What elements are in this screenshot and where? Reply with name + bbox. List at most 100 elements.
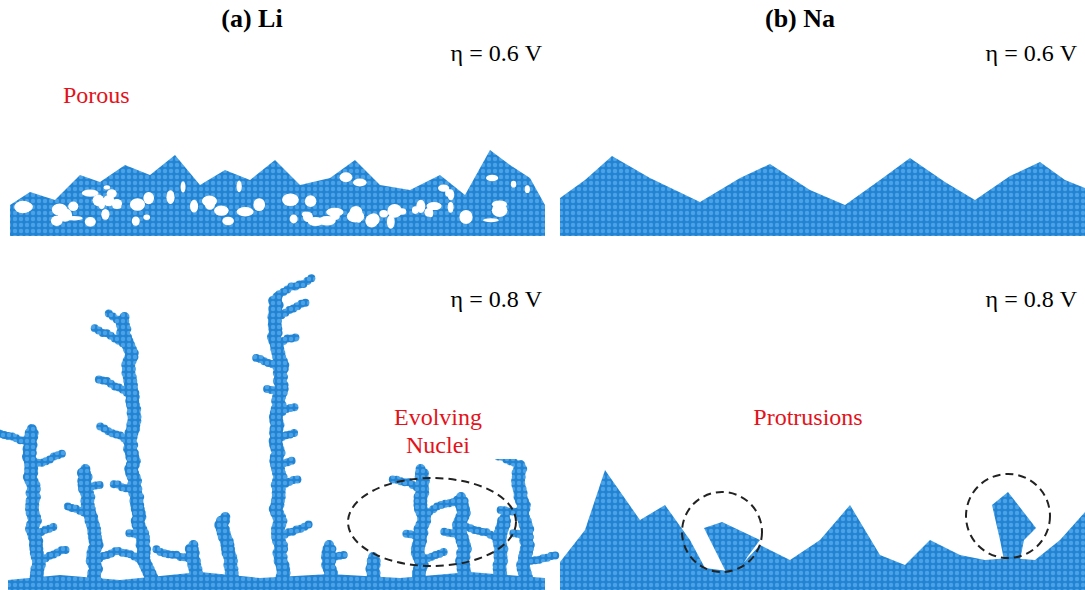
pore	[68, 202, 78, 211]
dendrite-atom	[96, 423, 104, 431]
dendrite-atom	[497, 506, 505, 514]
pore	[82, 189, 99, 196]
na-deposit-protrusions	[560, 470, 1085, 590]
pore	[253, 198, 265, 211]
dendrite-atom	[416, 464, 426, 474]
dendrite-atom	[288, 457, 296, 465]
dendrite-atom	[293, 476, 301, 484]
dendrite-atom	[110, 480, 118, 488]
pore	[350, 206, 363, 218]
panel-title: (b) Na	[762, 4, 838, 34]
pore	[14, 201, 31, 213]
pore	[483, 218, 499, 222]
pore	[130, 198, 145, 211]
pore	[85, 217, 96, 227]
dendrite-atom	[389, 475, 397, 483]
dendrite-atom	[91, 324, 99, 332]
pore	[330, 213, 339, 220]
na-surface	[560, 470, 1085, 590]
dendrite-atom	[456, 492, 466, 502]
dendrite-atom	[27, 424, 37, 434]
annotation-label: Protrusions	[750, 404, 865, 432]
pore	[416, 200, 425, 213]
annotation-label: Porous	[60, 82, 133, 110]
pore	[511, 181, 516, 188]
pore	[290, 214, 298, 223]
pore	[387, 215, 395, 229]
pore	[143, 192, 154, 204]
pore	[282, 193, 299, 206]
pore	[104, 185, 110, 189]
dendrite-atom	[290, 403, 298, 411]
dendrite-atom	[305, 520, 313, 528]
pore	[308, 217, 324, 226]
dendrite-atom	[220, 512, 230, 522]
pore	[459, 210, 472, 224]
dendrite-atom	[49, 523, 57, 531]
pore	[237, 181, 242, 193]
dendrite-atom	[272, 292, 282, 302]
dendrite-atom	[80, 464, 90, 474]
overpotential-label: η = 0.8 V	[448, 286, 545, 314]
dendrite-atom	[96, 481, 104, 489]
pore	[438, 184, 449, 191]
dendrite-atom	[152, 545, 160, 553]
pore	[389, 209, 401, 216]
dendrite-atom	[252, 354, 260, 362]
dashed-ellipse	[348, 478, 516, 566]
dendrite-atom	[114, 547, 122, 555]
pore	[132, 216, 140, 225]
pore	[486, 175, 498, 182]
pore	[143, 215, 150, 220]
pore	[424, 208, 432, 217]
dendrite-atom	[0, 427, 1, 435]
dendrite-atom	[125, 529, 133, 537]
dendrite-atom	[120, 312, 130, 322]
annotation-label: Evolving Nuclei	[360, 404, 516, 459]
dendrite-atom	[291, 333, 299, 341]
pore	[353, 179, 367, 187]
dendrite-atom	[440, 528, 448, 536]
overpotential-label: η = 0.6 V	[448, 40, 545, 68]
dendrite-atom	[551, 551, 559, 559]
dendrite-atom	[458, 523, 466, 531]
li-dendrites	[0, 274, 559, 590]
dendrite-atom	[307, 274, 315, 282]
pore	[379, 210, 388, 218]
protrusion	[704, 522, 760, 572]
pore	[166, 190, 174, 204]
dendrite-atom	[0, 430, 4, 438]
dendrite-atom	[290, 429, 298, 437]
dendrite-atom	[62, 546, 70, 554]
protrusion	[992, 492, 1036, 560]
dendrite-atom	[340, 551, 348, 559]
pore	[214, 205, 229, 215]
pore	[448, 189, 455, 200]
pore	[525, 185, 530, 193]
dendrite-atom	[440, 548, 448, 556]
dendrite-atom	[301, 299, 309, 307]
pore	[101, 209, 109, 220]
dendrite-atom	[64, 502, 72, 510]
pore	[340, 172, 353, 182]
dendrite-atom	[188, 540, 198, 550]
pore	[190, 200, 198, 213]
dashed-highlights	[348, 474, 1050, 572]
pore	[368, 213, 380, 225]
dendrite-atom	[105, 310, 113, 318]
pore	[222, 217, 234, 225]
dendrite-atom	[515, 460, 525, 470]
porous-layer	[10, 150, 545, 236]
pore	[448, 202, 454, 213]
pore	[202, 196, 217, 207]
panel-title: (a) Li	[218, 4, 285, 34]
pore	[181, 181, 186, 192]
dense-na-deposit	[560, 156, 1085, 236]
dendrite-atom	[324, 540, 334, 550]
overpotential-label: η = 0.6 V	[983, 40, 1080, 68]
pore	[492, 201, 507, 208]
porous-li-deposit	[10, 150, 545, 236]
dashed-circle	[682, 492, 762, 572]
dense-layer	[560, 156, 1085, 236]
